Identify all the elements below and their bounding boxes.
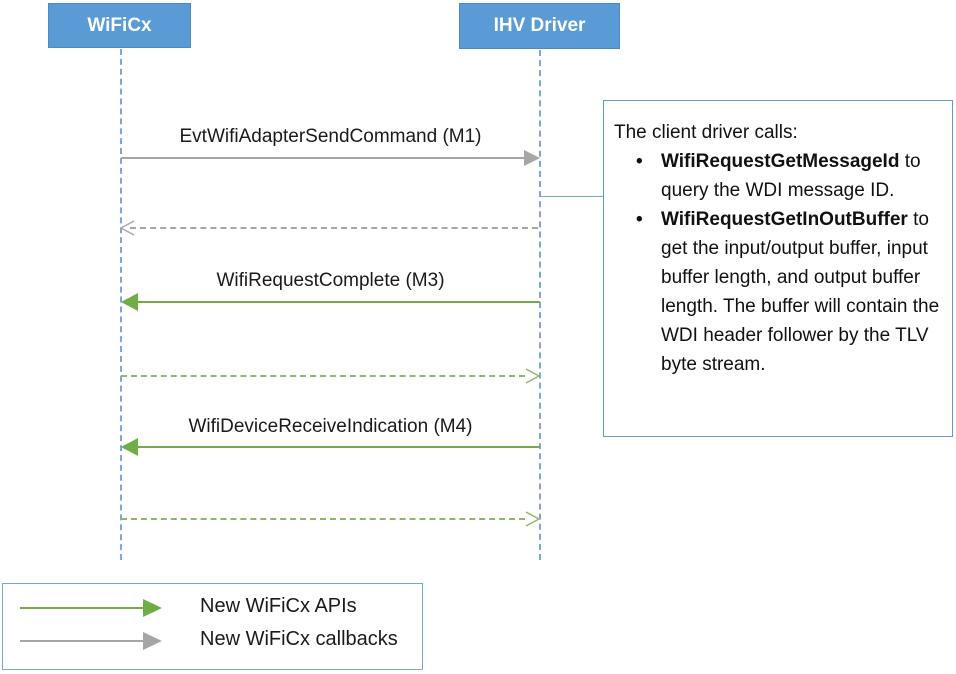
message-arrow-m3-return (121, 375, 525, 377)
arrowhead-left-icon (121, 438, 138, 456)
open-arrowhead-right-icon (524, 367, 542, 385)
arrowhead-right-icon (143, 632, 162, 650)
bullet-text: to get the input/output buffer, input bu… (661, 209, 940, 375)
api-name: WifiRequestGetInOutBuffer (661, 209, 908, 230)
arrowhead-left-icon (121, 293, 138, 311)
arrowhead-right-icon (524, 150, 540, 166)
note-bullet-list: WifiRequestGetMessageId to query the WDI… (614, 147, 944, 379)
legend-label-new-callbacks: New WiFiCx callbacks (200, 628, 398, 650)
legend-box: New WiFiCx APIs New WiFiCx callbacks (2, 583, 423, 670)
note-intro: The client driver calls: (614, 122, 798, 143)
actor-label-ihv-driver: IHV Driver (493, 15, 586, 36)
note-bullet-item: WifiRequestGetMessageId to query the WDI… (636, 147, 944, 205)
open-arrowhead-right-icon (524, 510, 542, 528)
message-label-m4: WifiDeviceReceiveIndication (M4) (188, 416, 473, 437)
lifeline-ihv-driver (539, 50, 541, 560)
message-label-m1: EvtWifiAdapterSendCommand (M1) (179, 126, 482, 147)
message-arrow-m3 (137, 301, 540, 303)
bullet-text: to query the WDI message ID. (661, 151, 921, 201)
legend-arrow-api (20, 607, 144, 609)
arrowhead-right-icon (143, 599, 162, 617)
actor-label-wificx: WiFiCx (87, 14, 152, 36)
note-box: The client driver calls: WifiRequestGetM… (603, 100, 953, 437)
message-arrow-m1 (121, 157, 524, 159)
message-arrow-m1-return (130, 227, 538, 229)
note-connector-line (540, 196, 603, 197)
message-arrow-m4 (137, 446, 540, 448)
open-arrowhead-left-icon (118, 219, 136, 237)
api-name: WifiRequestGetMessageId (661, 151, 900, 172)
message-label-m3: WifiRequestComplete (M3) (216, 270, 445, 291)
actor-box-wificx: WiFiCx (48, 3, 191, 48)
message-arrow-m4-return (121, 518, 525, 520)
legend-label-new-apis: New WiFiCx APIs (200, 595, 357, 617)
actor-box-ihv-driver: IHV Driver (459, 3, 620, 49)
note-bullet-item: WifiRequestGetInOutBuffer to get the inp… (636, 205, 944, 379)
legend-arrow-callback (20, 640, 144, 642)
